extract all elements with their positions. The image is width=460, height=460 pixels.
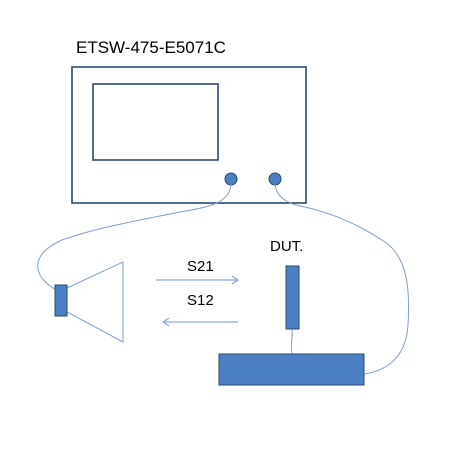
- cable-port1-to-antenna: [37, 183, 232, 291]
- dut-label: DUT.: [270, 238, 303, 255]
- instrument-label: ETSW-475-E5071C: [76, 38, 226, 57]
- horn-antenna-flare: [66, 261, 124, 343]
- s21-label: S21: [187, 258, 214, 275]
- s12-label: S12: [187, 292, 214, 309]
- dut-device: [285, 265, 300, 330]
- s21-arrowhead: [231, 275, 240, 285]
- cable-port2-to-positioner: [274, 183, 410, 375]
- port-1: [224, 172, 238, 186]
- positioner-platform: [218, 353, 365, 386]
- port-2: [268, 172, 282, 186]
- dut-connection: [290, 328, 293, 355]
- horn-antenna-feed: [54, 284, 68, 317]
- s12-arrowhead: [161, 317, 170, 327]
- analyzer-screen: [92, 83, 219, 161]
